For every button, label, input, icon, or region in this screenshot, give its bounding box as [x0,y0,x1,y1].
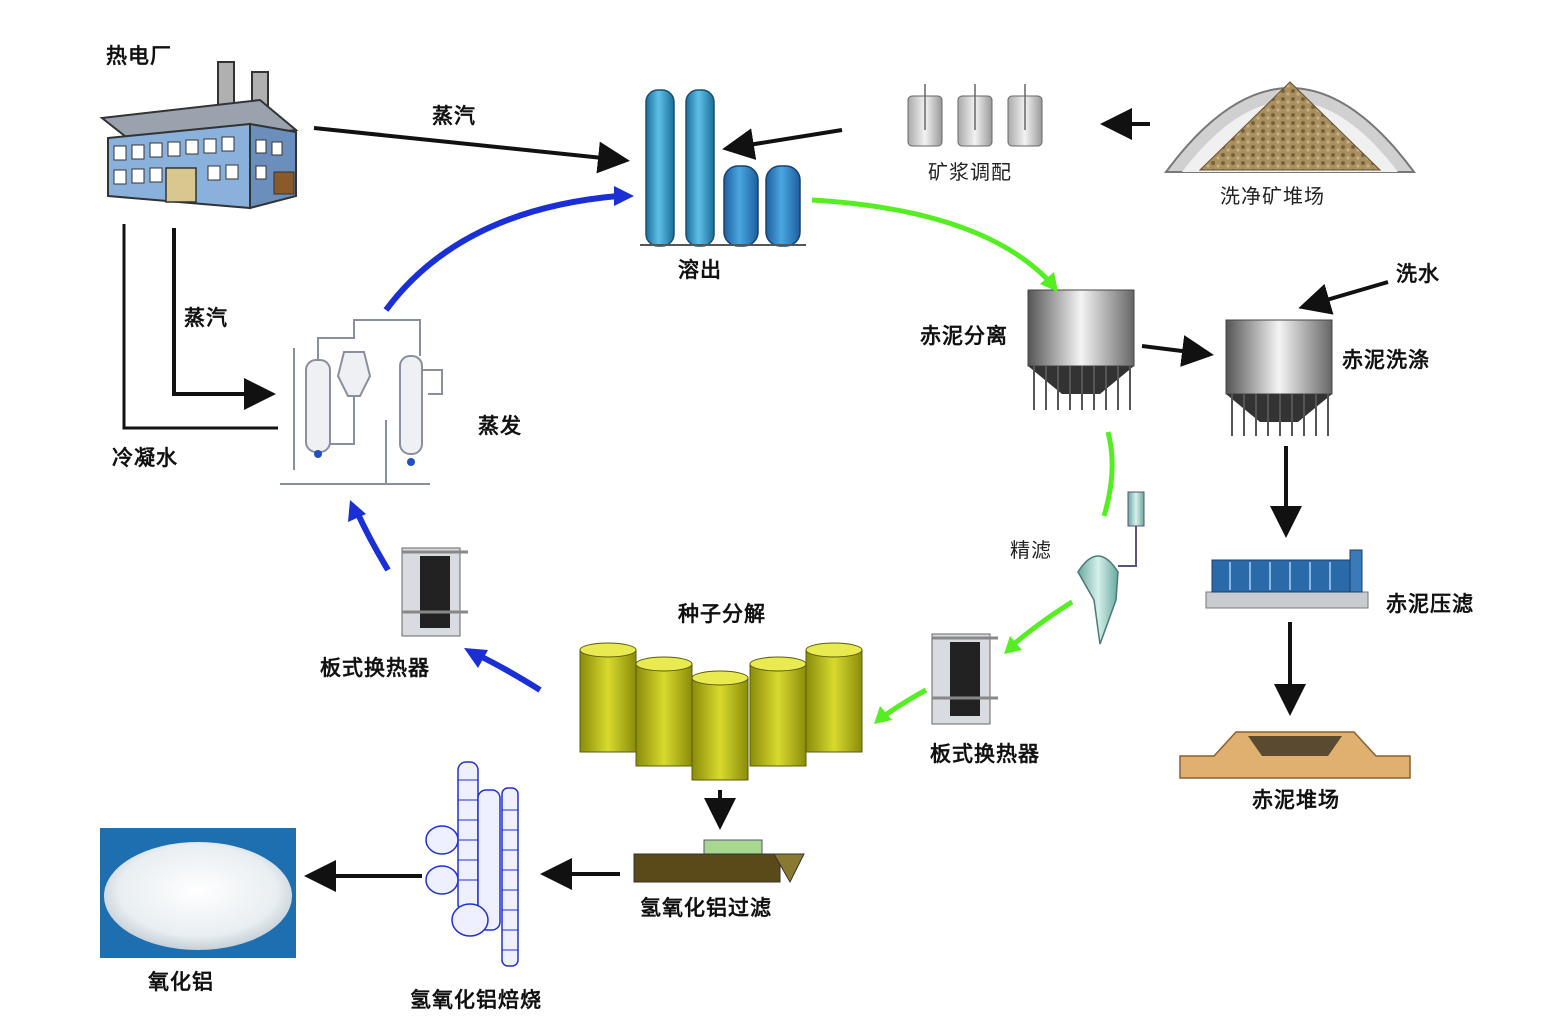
label-fine-filtration: 精滤 [1010,538,1052,562]
label-ore-yard: 洗净矿堆场 [1220,184,1325,208]
label-steam-left: 蒸汽 [184,306,228,330]
red-mud-yard-icon [1179,731,1411,779]
label-red-mud-press: 赤泥压滤 [1386,592,1474,616]
label-hydroxide-filtration: 氢氧化铝过滤 [640,896,772,920]
slurry-to-digestion-arrow [722,128,843,160]
separation-to-washing-arrow [1141,335,1214,367]
label-slurry-prep: 矿浆调配 [928,160,1012,184]
label-steam-top: 蒸汽 [432,104,476,128]
label-evaporation: 蒸发 [478,414,522,438]
label-power-plant: 热电厂 [106,44,172,68]
ore-yard-icon [1164,81,1416,173]
calcination-kiln-icon [425,761,519,967]
slurry-prep-tanks-icon [907,84,1043,147]
label-wash-water: 洗水 [1396,262,1440,286]
digestion-towers-icon [640,89,806,247]
black-flow-arrows [122,108,1389,892]
seed-decomposition-tanks-icon [579,642,863,781]
label-red-mud-yard: 赤泥堆场 [1252,788,1340,812]
condensate-line [122,224,278,430]
plate-hx-left-icon [401,547,468,637]
green-flow-arrows [811,197,1115,724]
label-plate-hx-left: 板式换热器 [320,656,430,680]
filter-press-icon [1205,549,1369,609]
steam-arrow-top [313,126,630,174]
hydroxide-filter-icon [633,839,805,884]
red-mud-washer-icon [1225,319,1333,436]
wash-water-arrow [1298,280,1389,315]
label-condensate: 冷凝水 [112,446,178,470]
alumina-powder-icon [100,828,296,958]
label-red-mud-washing: 赤泥洗涤 [1342,348,1430,372]
label-red-mud-separation: 赤泥分离 [920,324,1008,348]
red-mud-separator-icon [1027,289,1135,410]
label-seed-decomposition: 种子分解 [678,602,766,626]
label-hydroxide-calcination: 氢氧化铝焙烧 [410,988,542,1012]
label-plate-hx-right: 板式换热器 [930,742,1040,766]
power-plant-icon [99,61,299,210]
label-alumina: 氧化铝 [148,970,214,994]
fine-filter-icon [1077,491,1145,645]
steam-arrow-left [172,228,276,410]
label-digestion: 溶出 [678,258,722,282]
plate-hx-right-icon [931,633,998,725]
evaporator-icon [280,319,443,485]
blue-flow-arrows [348,186,634,693]
